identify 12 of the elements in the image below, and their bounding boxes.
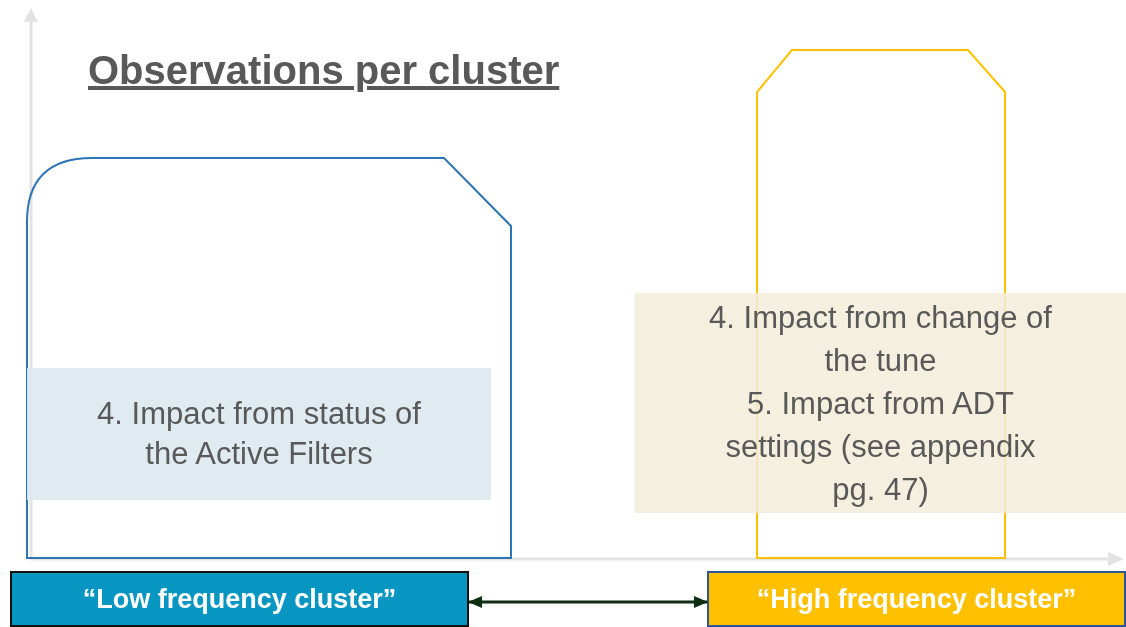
cluster-label-box	[707, 571, 1126, 627]
cluster-label-box	[10, 571, 469, 627]
double-arrow	[468, 596, 708, 608]
cluster-outline	[26, 157, 512, 559]
note-text: “High frequency cluster”	[756, 582, 1077, 616]
note-text: 4. Impact from change of the tune	[708, 298, 1053, 380]
note-text: 5. Impact from ADT settings (see appendix pg. 47)	[724, 384, 1037, 509]
note-box	[27, 368, 491, 500]
note-box	[635, 293, 1126, 513]
note-text: “Low frequency cluster”	[82, 582, 397, 616]
title: Observations per cluster	[88, 47, 560, 94]
note-text: 4. Impact from status of the Active Filters	[96, 395, 422, 473]
